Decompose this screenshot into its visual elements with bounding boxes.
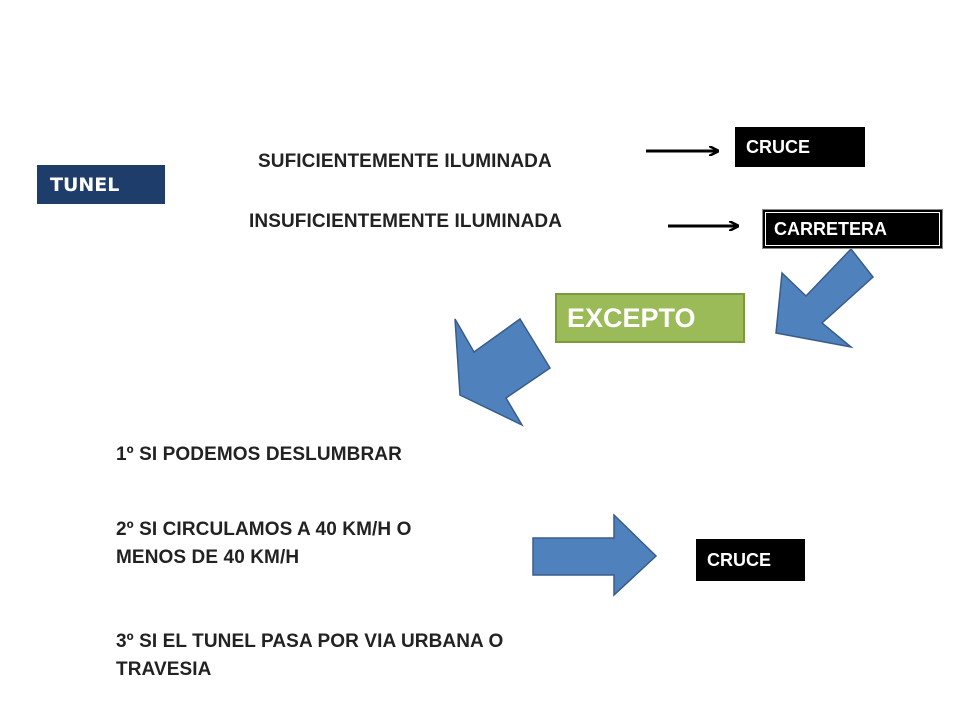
excepto-box: EXCEPTO [555,293,745,343]
condition-sufficient: SUFICIENTEMENTE ILUMINADA [258,151,552,172]
result-carretera-label: CARRETERA [774,218,888,239]
condition-insufficient: INSUFICIENTEMENTE ILUMINADA [249,211,563,232]
tunel-label: TUNEL [50,173,120,196]
block-arrow-right-icon [532,513,658,597]
result-cruce-box: CRUCE [735,127,865,167]
exception-third-line1: 3º SI EL TUNEL PASA POR VIA URBANA O [116,631,504,652]
exception-result-cruce-box: CRUCE [696,539,805,581]
exception-second-line2: MENOS DE 40 KM/H [116,547,300,568]
exception-result-cruce-label: CRUCE [707,549,772,570]
exception-first: 1º SI PODEMOS DESLUMBRAR [116,444,402,465]
block-arrow-down-left-icon [775,247,875,349]
exception-second-line1: 2º SI CIRCULAMOS A 40 KM/H O [116,519,412,540]
result-carretera-box: CARRETERA [763,210,942,248]
tunel-box: TUNEL [37,165,165,204]
result-cruce-label: CRUCE [746,136,811,157]
exception-third-line2: TRAVESIA [116,659,212,680]
block-arrow-down-left-large-icon [454,317,552,427]
excepto-label: EXCEPTO [567,302,696,333]
